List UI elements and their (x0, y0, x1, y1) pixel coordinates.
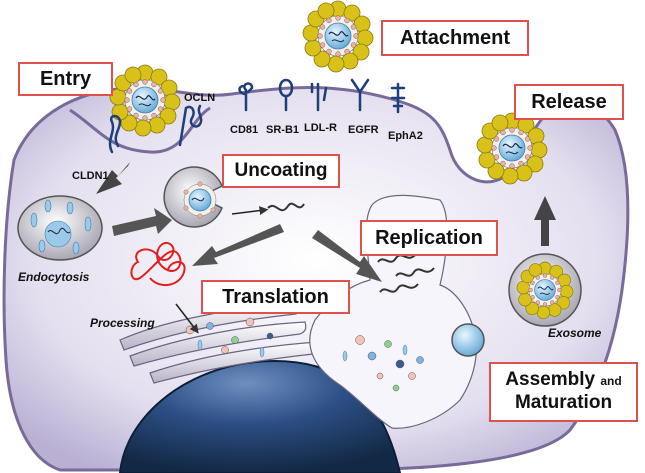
stage-maturation-label: Maturation (514, 392, 613, 413)
stage-entry: Entry (18, 62, 113, 96)
stage-attachment-label: Attachment (399, 26, 510, 49)
translation-polyprotein (130, 241, 186, 287)
stage-attachment: Attachment (381, 20, 529, 56)
arrow-rna-to-translation (192, 224, 284, 266)
label-processing: Processing (90, 316, 155, 330)
stage-replication: Replication (360, 220, 498, 256)
receptors (108, 78, 406, 154)
arrow-uncoating-to-rna (231, 206, 269, 216)
receptor-srb1: SR-B1 (266, 124, 300, 136)
receptor-ocln: OCLN (184, 92, 216, 104)
released-rna (267, 202, 305, 212)
virus-attachment (302, 0, 374, 73)
stage-release-label: Release (531, 90, 607, 113)
pathway-arrows (96, 162, 556, 334)
stage-uncoating: Uncoating (222, 154, 340, 188)
stage-assembly-label: Assembly (505, 369, 596, 391)
arrow-rna-to-replication (312, 230, 382, 282)
assembling-virion (451, 323, 485, 357)
stage-assembly-and: and (600, 374, 622, 389)
stage-entry-label: Entry (39, 67, 92, 90)
uncoating-core (183, 181, 217, 219)
arrow-exosome-to-release (534, 196, 556, 246)
label-endocytosis: Endocytosis (18, 270, 90, 284)
entry-invagination (69, 106, 211, 154)
receptor-cldn1: CLDN1 (72, 170, 109, 182)
endosome-contents (30, 199, 92, 255)
stage-uncoating-label: Uncoating (234, 160, 328, 181)
stage-assembly-line: Assembly and (505, 369, 621, 392)
stage-release: Release (514, 84, 624, 120)
stage-translation-label: Translation (222, 285, 329, 308)
receptor-cd81: CD81 (230, 124, 259, 136)
arrow-endosome-to-uncoating (112, 208, 172, 236)
receptor-egfr: EGFR (348, 124, 379, 136)
label-exosome: Exosome (548, 326, 602, 340)
er-capsid-ellipses (197, 339, 408, 362)
arrow-processing (175, 303, 199, 334)
arrow-entry-down (96, 162, 130, 194)
receptor-epha2: EphA2 (388, 130, 423, 142)
stage-assembly-maturation: Assembly and Maturation (489, 362, 638, 422)
er-particles (185, 317, 424, 392)
stage-translation: Translation (201, 280, 350, 314)
receptor-ldlr: LDL-R (304, 122, 337, 134)
stage-replication-label: Replication (375, 226, 483, 249)
